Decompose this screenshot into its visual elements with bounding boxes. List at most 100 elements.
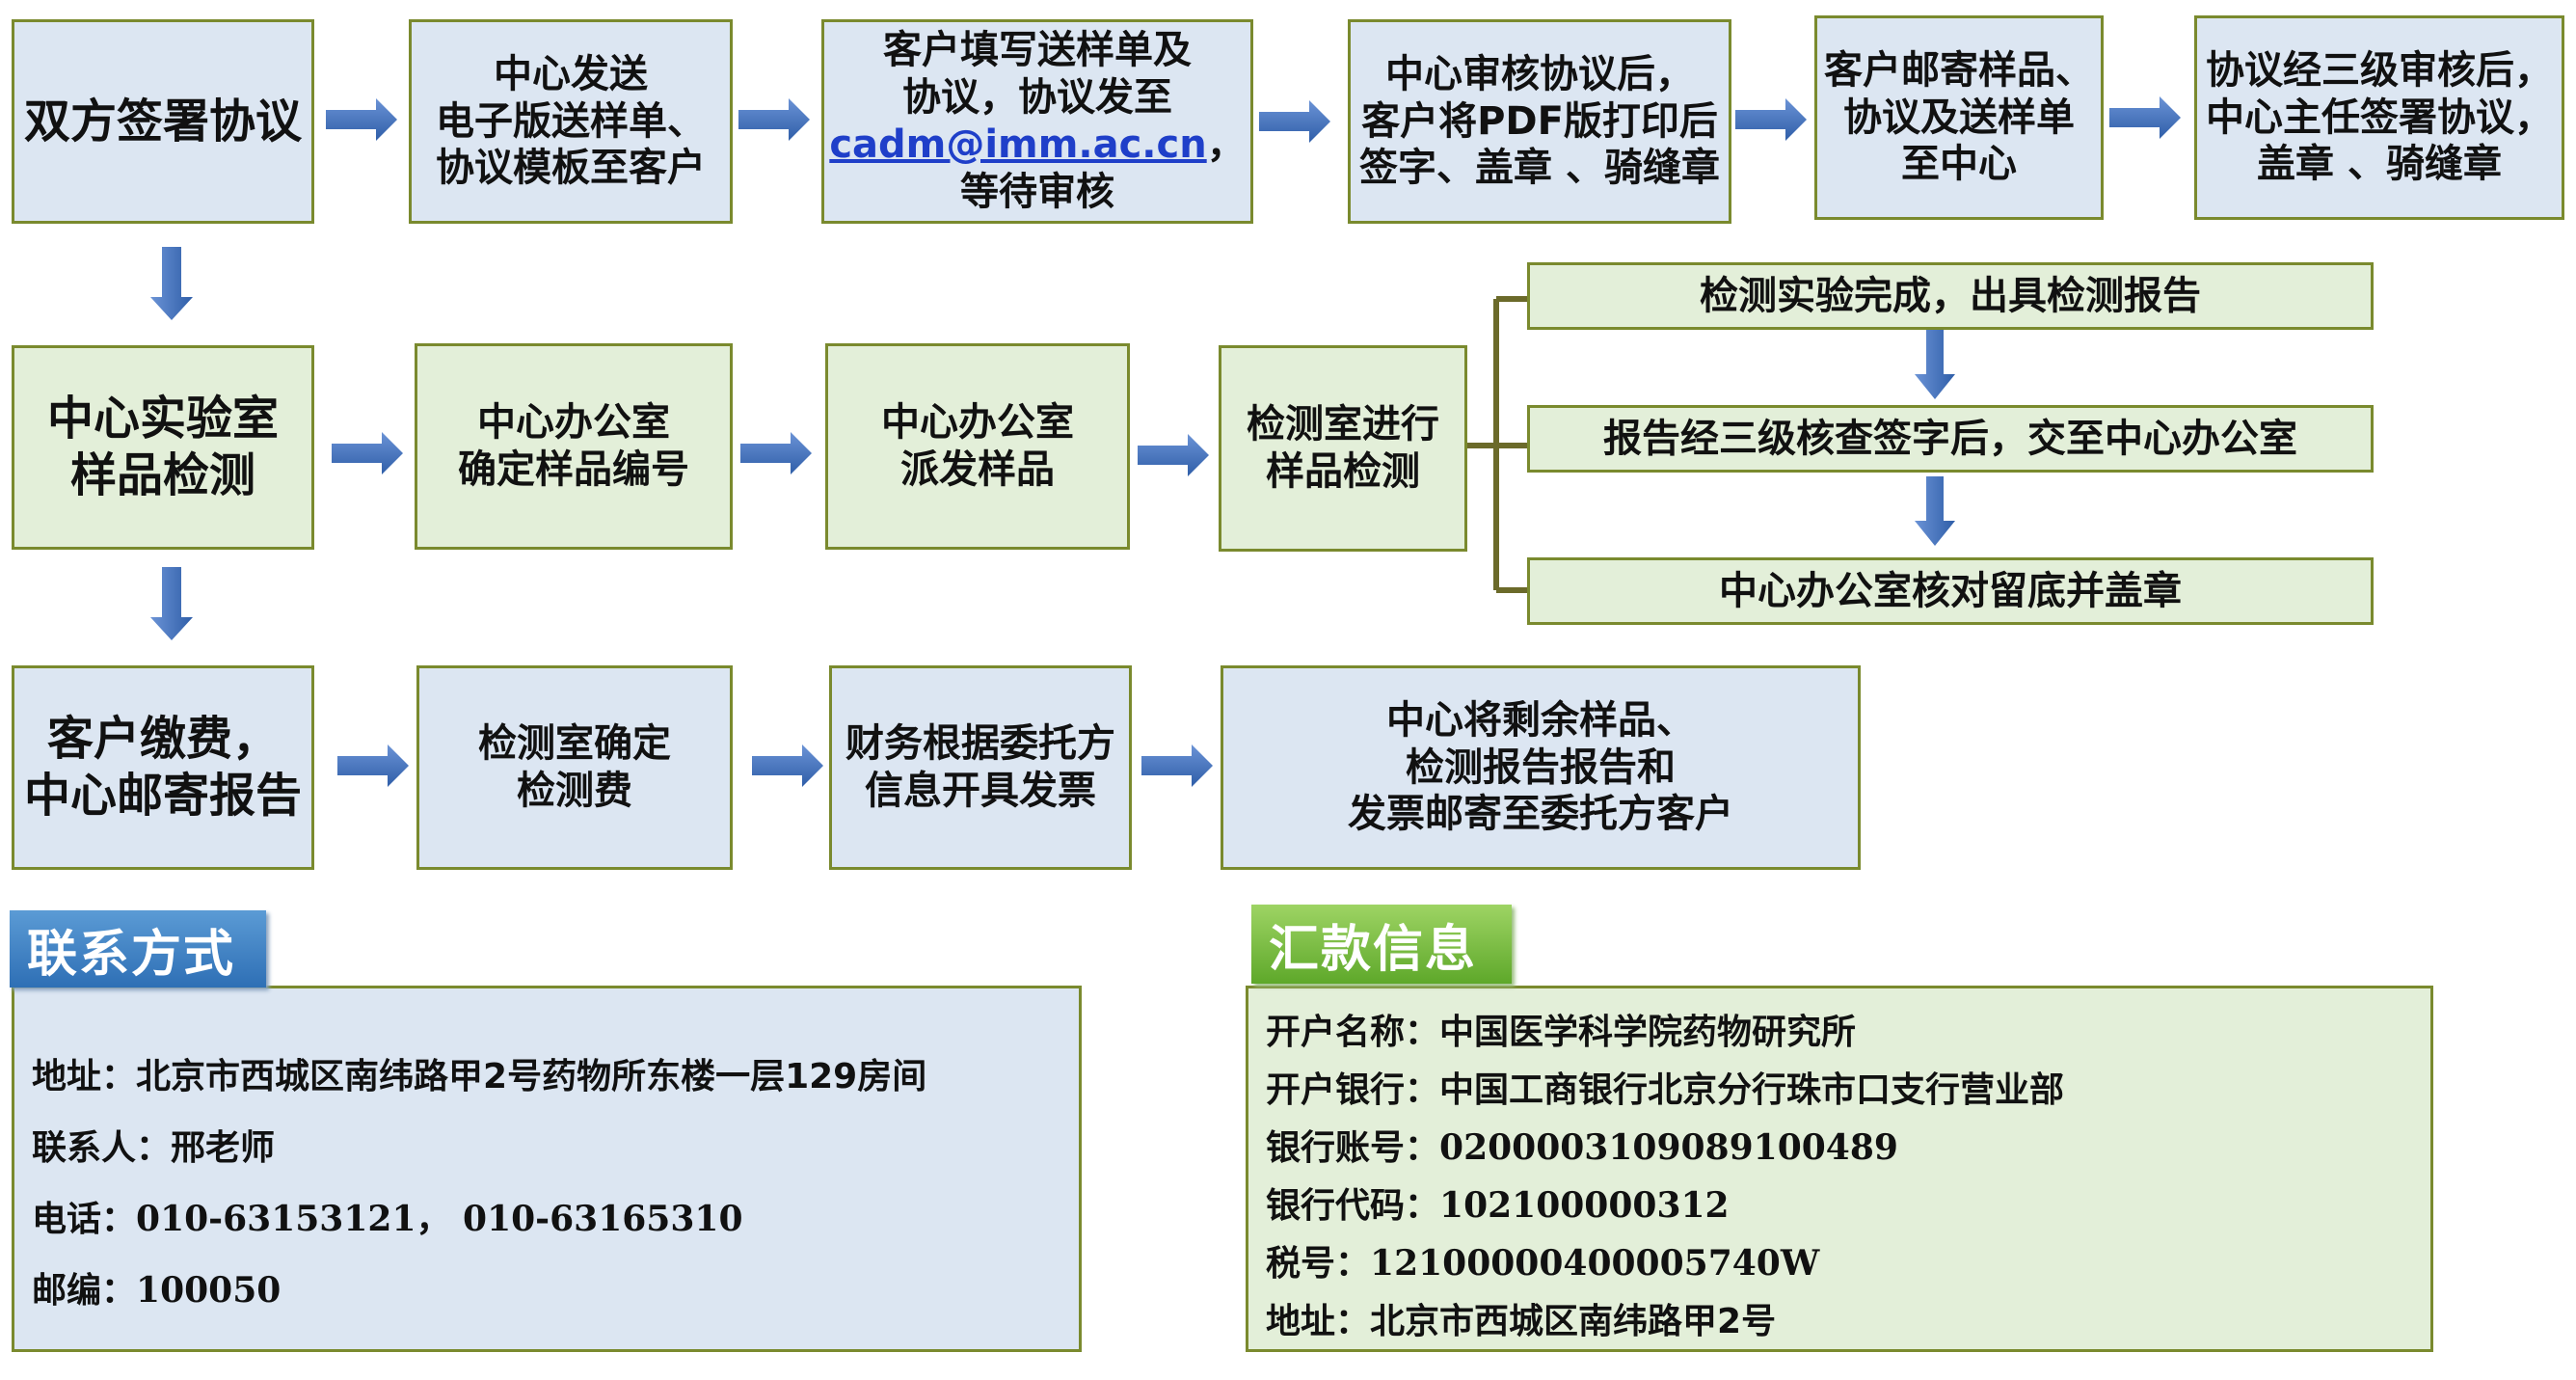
payment-addr: 北京市西城区南纬路甲2号 [1370,1302,1777,1341]
arrow-r1-4 [1735,98,1807,141]
bracket-connector [1467,296,1527,593]
step-text: 中心邮寄报告 [23,769,302,823]
arrow-r3-2 [752,744,823,787]
payment-code: 102100000312 [1439,1185,1730,1226]
payment-account: 0200003109089100489 [1439,1127,1898,1168]
step-text: 协议经三级审核后， [2206,47,2553,93]
step-mail-samples: 客户邮寄样品、 协议及送样单 至中心 [1814,15,2104,220]
contact-person-row: 联系人：邢老师 [32,1120,275,1170]
payment-title: 汇款信息 [1251,905,1512,984]
step-text: 客户将PDF版打印后 [1361,98,1718,144]
step-text: 样品检测 [1266,449,1420,494]
arrow-r2-1 [332,432,403,474]
step-text: 等待审核 [960,169,1114,214]
arrow-r1-1 [326,98,397,141]
step-text: 签字、盖章 、骑缝章 [1359,146,1720,191]
step-text: 客户缴费， [46,712,279,767]
step-text: 检测室进行 [1247,402,1439,447]
step-sign-agreement: 双方签署协议 [12,19,314,224]
contact-address-label: 地址： [32,1057,137,1096]
step-text: 中心发送 [494,51,648,96]
payment-panel: 开户名称：中国医学科学院药物研究所 开户银行：中国工商银行北京分行珠市口支行营业… [1246,986,2433,1352]
step-invoice: 财务根据委托方 信息开具发票 [829,665,1132,870]
payment-tax-row: 税号：12100000400005740W [1266,1235,1819,1285]
email-line: cadm@imm.ac.cn， [829,122,1245,169]
contact-phone-row: 电话：010-63153121， 010-63165310 [32,1191,743,1241]
arrow-r3-3 [1141,744,1213,787]
contact-panel: 地址：北京市西城区南纬路甲2号药物所东楼一层129房间 联系人：邢老师 电话：0… [12,986,1082,1352]
arrow-r1-5 [2109,96,2181,139]
arrow-down-2 [150,567,193,640]
step-text: 协议，协议发至 [902,75,1172,121]
payment-addr-label: 地址： [1266,1302,1371,1341]
contact-zip: 100050 [136,1270,282,1311]
arrow-sub-1 [1915,328,1955,399]
step-text: 客户邮寄样品、 [1824,47,2094,93]
contact-address-row: 地址：北京市西城区南纬路甲2号药物所东楼一层129房间 [32,1048,926,1098]
arrow-down-1 [150,247,193,320]
step-text: 中心主任签署协议， [2206,95,2553,140]
payment-name-label: 开户名称： [1266,1013,1440,1052]
step-fee-determine: 检测室确定 检测费 [416,665,733,870]
step-room-testing: 检测室进行 样品检测 [1219,345,1467,552]
step-send-forms: 中心发送 电子版送样单、 协议模板至客户 [409,19,733,224]
payment-account-row: 银行账号：0200003109089100489 [1266,1120,1898,1170]
step-text: 双方签署协议 [23,94,302,149]
step-sign-director: 协议经三级审核后， 中心主任签署协议， 盖章 、骑缝章 [2194,15,2564,220]
contact-address: 北京市西城区南纬路甲2号药物所东楼一层129房间 [136,1057,927,1096]
payment-tax: 12100000400005740W [1370,1243,1820,1284]
substep-office-stamp: 中心办公室核对留底并盖章 [1527,557,2374,625]
step-text: 至中心 [1901,142,2017,187]
step-text: 确定样品编号 [458,447,689,492]
payment-name: 中国医学科学院药物研究所 [1439,1013,1857,1052]
contact-title: 联系方式 [10,910,266,988]
step-text: 电子版送样单、 [436,98,706,144]
step-return-mail: 中心将剩余样品、 检测报告报告和 发票邮寄至委托方客户 [1221,665,1861,870]
payment-tax-label: 税号： [1266,1244,1371,1284]
contact-person-label: 联系人： [32,1128,172,1168]
step-text: 报告经三级核查签字后，交至中心办公室 [1603,416,2297,461]
contact-person: 邢老师 [171,1128,276,1168]
step-text: 中心将剩余样品、 [1386,697,1695,743]
payment-bank-label: 开户银行： [1266,1070,1440,1110]
step-text: 发票邮寄至委托方客户 [1348,792,1733,837]
step-text: 中心审核协议后， [1385,51,1694,96]
contact-zip-row: 邮编：100050 [32,1262,281,1312]
arrow-r1-3 [1259,100,1330,143]
payment-code-row: 银行代码：102100000312 [1266,1177,1730,1228]
payment-addr-row: 地址：北京市西城区南纬路甲2号 [1266,1293,1776,1343]
step-text: 信息开具发票 [865,769,1096,813]
payment-name-row: 开户名称：中国医学科学院药物研究所 [1266,1004,1856,1054]
step-text: 客户填写送样单及 [883,28,1192,73]
step-text: 中心办公室 [881,400,1074,446]
step-fill-forms: 客户填写送样单及 协议，协议发至 cadm@imm.ac.cn， 等待审核 [821,19,1253,224]
step-text: 检测报告报告和 [1406,744,1676,790]
step-text: 检测实验完成，出具检测报告 [1700,273,2201,318]
step-dispatch-samples: 中心办公室 派发样品 [825,343,1130,550]
contact-zip-label: 邮编： [32,1271,137,1311]
step-text: ， [1206,122,1246,167]
payment-code-label: 银行代码： [1266,1186,1440,1226]
arrow-r3-1 [337,744,409,787]
substep-report-verified: 报告经三级核查签字后，交至中心办公室 [1527,405,2374,473]
step-text: 样品检测 [69,448,255,502]
step-review-print: 中心审核协议后， 客户将PDF版打印后 签字、盖章 、骑缝章 [1348,19,1731,224]
arrow-r2-3 [1138,434,1209,476]
substep-report-issued: 检测实验完成，出具检测报告 [1527,262,2374,330]
email-link[interactable]: cadm@imm.ac.cn [829,122,1207,167]
arrow-sub-2 [1915,476,1955,546]
contact-phone: 010-63153121， 010-63165310 [136,1199,743,1239]
step-text: 中心办公室 [477,400,670,446]
step-text: 中心实验室 [46,392,279,446]
contact-phone-label: 电话： [32,1200,137,1239]
step-text: 检测室确定 [478,721,671,767]
arrow-r1-2 [738,98,810,141]
payment-bank-row: 开户银行：中国工商银行北京分行珠市口支行营业部 [1266,1062,2064,1112]
contact-title-text: 联系方式 [27,925,236,984]
payment-bank: 中国工商银行北京分行珠市口支行营业部 [1439,1070,2065,1110]
step-assign-number: 中心办公室 确定样品编号 [415,343,733,550]
step-payment-report: 客户缴费， 中心邮寄报告 [12,665,314,870]
step-text: 协议模板至客户 [436,146,706,191]
payment-account-label: 银行账号： [1266,1128,1440,1168]
step-text: 财务根据委托方 [845,721,1115,767]
